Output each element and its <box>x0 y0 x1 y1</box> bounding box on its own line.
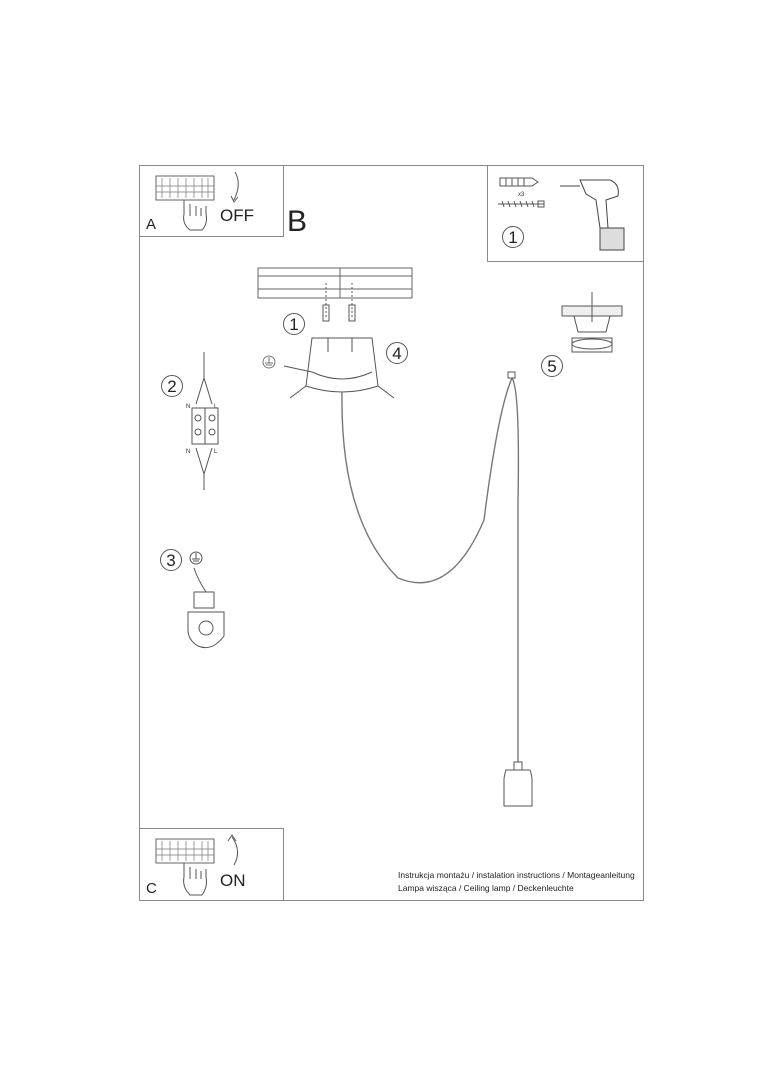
step-3-number: 3 <box>166 550 176 570</box>
box-c-letter: C <box>146 880 157 897</box>
box-a-letter: A <box>146 216 157 233</box>
step-5-number: 5 <box>547 356 557 376</box>
box-c: C ON <box>139 828 284 901</box>
instruction-frame <box>139 165 644 901</box>
drill-icon <box>560 179 625 251</box>
step-3-badge: 3 <box>160 549 182 571</box>
quantity-label: x3 <box>518 192 525 198</box>
section-b-letter: B <box>287 205 308 238</box>
switch-on-illustration <box>155 834 238 896</box>
switch-off-illustration <box>155 171 239 231</box>
screw-icon <box>498 200 545 208</box>
step-1-number: 1 <box>289 314 299 334</box>
on-label: ON <box>220 871 246 890</box>
step-4-badge: 4 <box>386 342 408 364</box>
footer-product: Lampa wisząca / Ceiling lamp / Deckenleu… <box>398 883 574 893</box>
box-a: A OFF <box>139 165 284 237</box>
step-1-badge: 1 <box>283 313 305 335</box>
step-4-number: 4 <box>392 343 402 363</box>
step-2-number: 2 <box>167 376 177 396</box>
step-1-tools-badge: 1 <box>502 226 524 248</box>
wall-plug-icon <box>499 177 539 187</box>
footer-instructions: Instrukcja montażu / instalation instruc… <box>398 870 635 880</box>
step-5-badge: 5 <box>541 355 563 377</box>
tools-box: x3 1 <box>487 165 644 262</box>
tools-illustration: x3 <box>498 177 625 251</box>
step-2-badge: 2 <box>161 375 183 397</box>
step-1-tools-number: 1 <box>508 227 518 247</box>
off-label: OFF <box>220 206 254 225</box>
